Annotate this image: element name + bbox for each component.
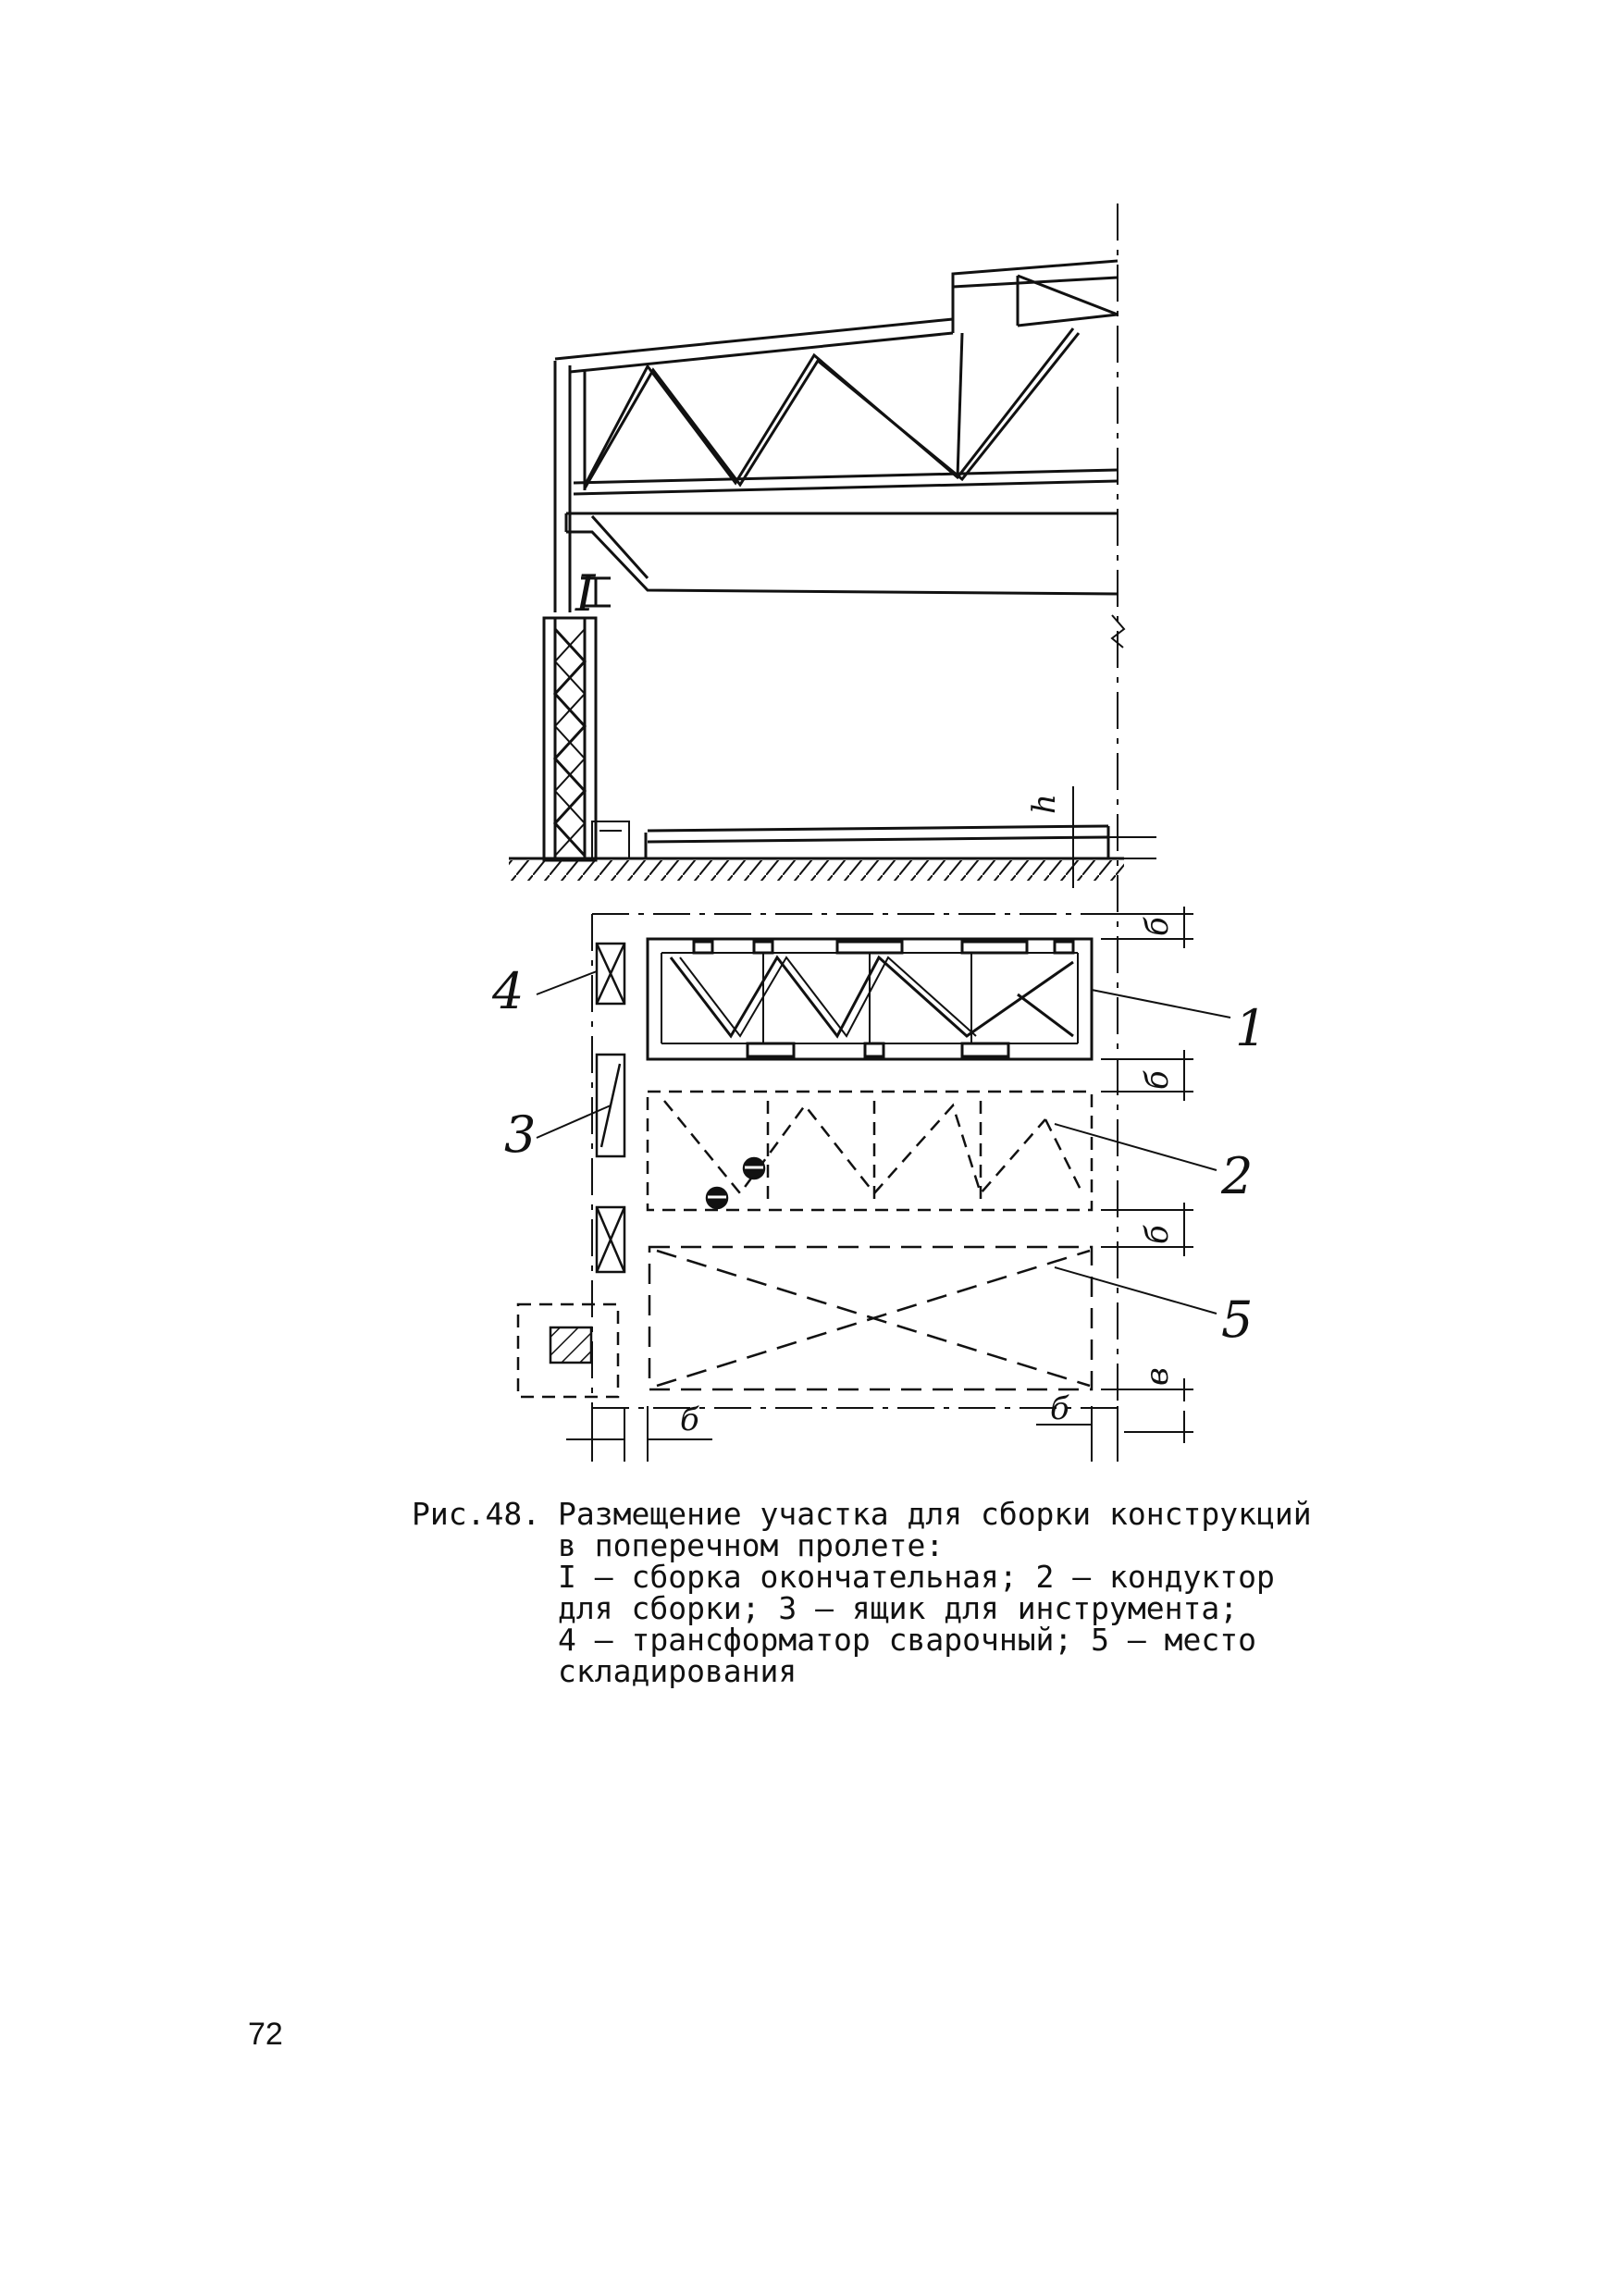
item-4-transformer	[595, 942, 626, 1006]
caption-line: I – сборка окончательная; 2 – кондуктор	[558, 1559, 1275, 1595]
building-elevation	[509, 204, 1156, 1462]
dim-b-label-1: б	[1139, 917, 1176, 936]
marker-I: I	[575, 564, 597, 623]
plan-dimensions	[566, 907, 1193, 1462]
figure-title: Размещение участка для сборки конструкци…	[558, 1496, 1312, 1532]
jig-clamps	[705, 1156, 766, 1210]
caption-line: для сборки; 3 – ящик для инструмента;	[558, 1590, 1239, 1626]
caption-line: складирования	[558, 1653, 797, 1689]
crane-bridge	[564, 512, 1118, 596]
label-1: 1	[1235, 999, 1267, 1057]
dim-b-label-5: б	[1050, 1390, 1069, 1427]
dim-b-label-2: б	[1139, 1070, 1176, 1090]
label-5: 5	[1221, 1290, 1253, 1349]
lattice-column	[542, 616, 598, 862]
figure-number: Рис.48.	[412, 1496, 541, 1532]
assembly-jig	[646, 1090, 1094, 1212]
dim-b-label-4: б	[680, 1401, 699, 1438]
label-2: 2	[1220, 1147, 1253, 1205]
leader-lines	[536, 970, 1231, 1315]
final-assembly-frame	[646, 937, 1094, 1061]
assembly-area-diagram: I 4 3 1 2 5 h б б б в б б	[491, 204, 1267, 1462]
dim-h-label: h	[1026, 794, 1063, 814]
dim-v-label: в	[1139, 1367, 1176, 1386]
label-4: 4	[491, 962, 524, 1020]
welding-post	[516, 1302, 620, 1399]
crane-rail-marker	[581, 576, 611, 608]
plan-view	[516, 907, 1231, 1462]
storage-area	[648, 1245, 1094, 1391]
roof-truss	[573, 327, 1118, 496]
caption-line: в поперечном пролете:	[558, 1527, 945, 1563]
ground-line	[509, 857, 1124, 881]
figure-caption: Рис.48. Размещение участка для сборки ко…	[412, 1499, 1429, 1687]
item-4-transformer-2	[595, 1205, 626, 1274]
page-number: 72	[248, 2017, 283, 2052]
dim-b-label-3: б	[1139, 1225, 1176, 1244]
caption-line: 4 – трансформатор сварочный; 5 – место	[558, 1622, 1256, 1658]
label-3: 3	[504, 1105, 536, 1164]
floor-assembly	[591, 821, 1110, 859]
